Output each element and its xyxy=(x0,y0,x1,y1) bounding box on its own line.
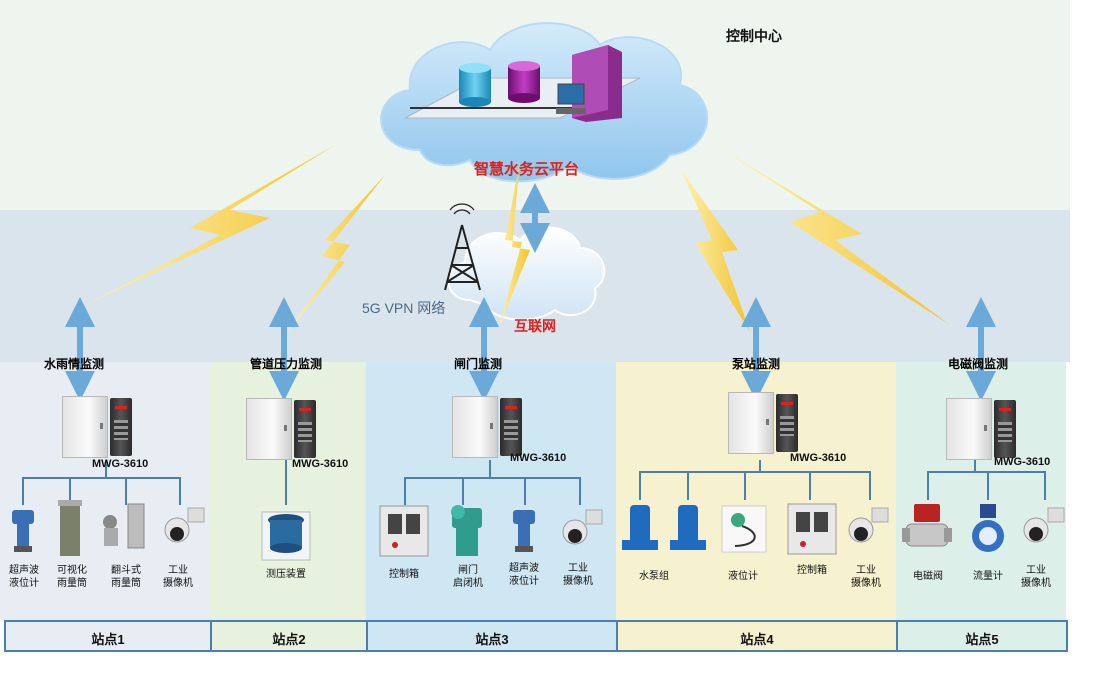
device-label: 闸门 启闭机 xyxy=(453,565,483,589)
device-label: 翻斗式 雨量筒 xyxy=(111,565,141,589)
device-label: 控制箱 xyxy=(797,565,827,576)
camera-icon-1 xyxy=(164,507,205,543)
gateway-model-5: MWG-3610 xyxy=(994,456,1051,468)
gateway-cabinet-3 xyxy=(452,396,498,458)
tipping-rain-gauge-icon xyxy=(103,503,145,549)
zone-title-5: 电磁阀监测 xyxy=(948,357,1009,371)
device-label: 流量计 xyxy=(973,571,1003,582)
device-label: 可视化 雨量筒 xyxy=(57,565,87,589)
vpn-network-label: 5G VPN 网络 xyxy=(362,300,446,316)
gateway-model-3: MWG-3610 xyxy=(510,452,567,464)
station-label-4: 站点4 xyxy=(740,632,774,647)
radio-tower-icon xyxy=(444,203,481,291)
cloud-platform-cloud xyxy=(380,22,708,183)
zone-title-2: 管道压力监测 xyxy=(250,357,323,371)
device-label: 液位计 xyxy=(728,571,758,582)
gateway-device-5 xyxy=(994,400,1016,458)
internet-label: 互联网 xyxy=(514,318,556,334)
visual-rain-gauge-icon xyxy=(58,500,82,556)
gateway-device-4 xyxy=(776,394,798,452)
control-box-icon-1 xyxy=(379,505,429,557)
station-bar-3: 站点3 xyxy=(366,620,618,652)
station-bar-5: 站点5 xyxy=(896,620,1068,652)
device-label: 测压装置 xyxy=(266,569,306,580)
camera-icon-2 xyxy=(562,509,603,545)
gateway-model-2: MWG-3610 xyxy=(292,458,349,470)
device-label: 工业 摄像机 xyxy=(563,563,593,587)
gateway-model-1: MWG-3610 xyxy=(92,458,149,470)
control-center-label: 控制中心 xyxy=(726,28,782,44)
gateway-device-3 xyxy=(500,398,522,456)
gate-hoist-icon xyxy=(451,505,482,556)
device-label: 超声波 液位计 xyxy=(509,563,539,587)
device-label: 电磁阀 xyxy=(913,571,943,582)
device-label: 超声波 液位计 xyxy=(9,565,39,589)
flow-meter-icon xyxy=(972,504,1004,552)
pump-icon-1 xyxy=(622,505,658,550)
zone-title-4: 泵站监测 xyxy=(732,357,781,371)
station-label-3: 站点3 xyxy=(475,632,509,647)
station-label-2: 站点2 xyxy=(272,632,306,647)
pressure-device-icon xyxy=(261,511,311,561)
gateway-cabinet-2 xyxy=(246,398,292,460)
station-label-1: 站点1 xyxy=(91,632,125,647)
device-label: 工业 摄像机 xyxy=(1021,565,1051,589)
zone-title-3: 闸门监测 xyxy=(454,357,503,371)
gateway-cabinet-5 xyxy=(946,398,992,460)
device-label: 工业 摄像机 xyxy=(851,565,881,589)
gateway-device-2 xyxy=(294,400,316,458)
station-bar-4: 站点4 xyxy=(616,620,898,652)
ultrasonic-level-icon-2 xyxy=(513,510,535,552)
pump-icon-2 xyxy=(670,505,706,550)
level-sensor-icon xyxy=(721,505,767,553)
gateway-cabinet-4 xyxy=(728,392,774,454)
gateway-model-4: MWG-3610 xyxy=(790,452,847,464)
device-label: 控制箱 xyxy=(389,569,419,580)
gateway-cabinet-1 xyxy=(62,396,108,458)
cloud-platform-label: 智慧水务云平台 xyxy=(474,161,580,178)
zone-title-1: 水雨情监测 xyxy=(44,357,105,371)
device-label: 工业 摄像机 xyxy=(163,565,193,589)
ultrasonic-level-icon xyxy=(12,510,34,552)
control-box-icon-2 xyxy=(787,503,837,555)
camera-icon-3 xyxy=(848,507,889,543)
device-label: 水泵组 xyxy=(639,571,669,582)
camera-icon-4 xyxy=(1023,507,1065,543)
station-label-5: 站点5 xyxy=(965,632,999,647)
gateway-device-1 xyxy=(110,398,132,456)
solenoid-valve-icon xyxy=(902,504,952,547)
